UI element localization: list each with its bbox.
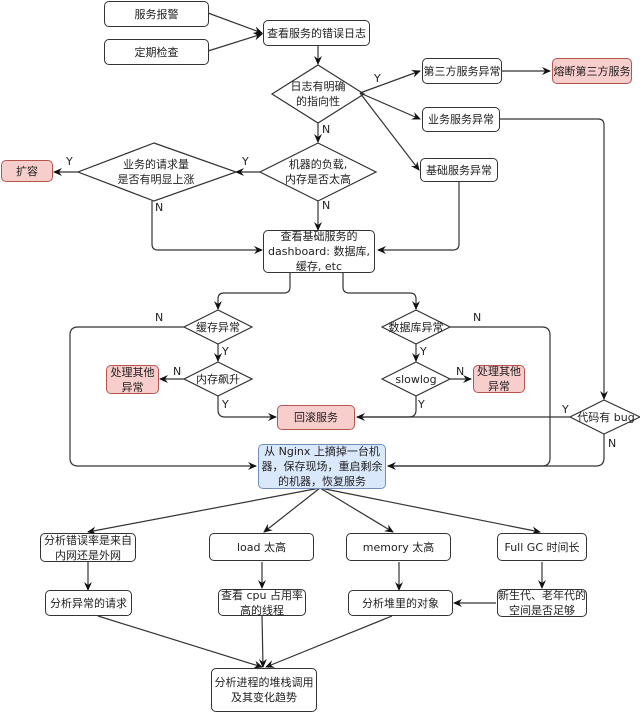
node-load-high: load 太高 [209,533,314,561]
edge-label-cache-yes: Y [222,345,229,358]
edge-label-bug-no: N [608,437,617,450]
edge-mem-yes [217,396,277,421]
edge-label-log-yes: Y [374,72,381,85]
node-business-error: 业务服务异常 [422,107,500,132]
edge-cpu-to-stack [258,614,267,668]
edge-label-req-yes: Y [66,155,73,168]
edge-label-slow-no: N [456,365,465,378]
node-circuit-break: 熔断第三方服务 [552,58,632,84]
node-analyze-requests: 分析异常的请求 [45,590,132,616]
edge-label-mem-yes: Y [222,398,229,411]
node-service-alarm: 服务报警 [104,1,209,27]
edge-heap-to-stack [265,615,393,668]
edge-base-to-dashboard [377,181,460,254]
edge-check-to-log [207,32,263,52]
edge-label-mem-no: N [173,365,182,378]
node-dashboard: 查看基础服务的 dashboard: 数据库, 缓存, etc [263,230,375,273]
edge-nginx-to-memory [319,487,394,533]
label-log-clear: 日志有明确 的指向性 [290,80,346,108]
edge-nginx-to-load [263,487,321,533]
node-full-gc: Full GC 时间长 [497,533,587,561]
edge-label-load-yes: Y [242,155,249,168]
edge-label-bug-yes: Y [562,403,569,416]
edge-bug-no [387,434,605,470]
edge-cache-no [69,326,257,470]
label-code-bug: 代码有 bug [577,411,635,424]
node-gen-space: 新生代、老年代的 空间是否足够 [497,589,587,617]
node-remove-nginx: 从 Nginx 上摘掉一台机 器，保存现场，重启剩余 的机器，恢复服务 [258,444,386,489]
edge-label-db-no: N [473,311,482,324]
edge-business-to-bug [500,118,608,400]
label-machine-load: 机器的负载, 内存是否太高 [285,158,351,186]
edge-nginx-to-error-rate [87,487,321,535]
edge-log-to-third [359,69,421,94]
edge-label-log-no: N [322,123,331,136]
edge-label-db-yes: Y [420,345,427,358]
edge-slow-yes [357,396,417,418]
label-slowlog: slowlog [395,373,437,386]
decision-request-spike [76,142,238,202]
edge-label-load-no: N [322,199,331,212]
node-handle-other-right: 处理其他 异常 [473,365,525,393]
node-third-party-error: 第三方服务异常 [422,58,502,84]
edge-label-cache-no: N [155,311,164,324]
node-analyze-error-rate: 分析错误率是来自 内网还是外网 [40,533,136,562]
edge-dashboard-to-db [342,272,420,310]
label-memory-spike: 内存飙升 [196,373,240,386]
edge-log-to-business [359,92,421,120]
edge-log-to-base [359,92,420,171]
node-check-cpu: 查看 cpu 占用率 高的线程 [218,589,306,617]
node-rollback: 回滚服务 [277,405,355,430]
node-base-error: 基础服务异常 [420,158,498,182]
label-db-error: 数据库异常 [388,321,444,334]
node-scale-out: 扩容 [1,160,53,182]
node-view-error-log: 查看服务的错误日志 [263,20,370,46]
node-analyze-heap: 分析堆里的对象 [348,590,453,616]
edge-db-no [388,326,551,467]
label-request-spike: 业务的请求量 是否有明显上涨 [117,158,195,186]
node-handle-other-left: 处理其他 异常 [106,365,159,394]
edge-label-slow-yes: Y [418,398,425,411]
label-cache-error: 缓存异常 [196,321,240,334]
edge-req-no [151,201,263,254]
edge-dashboard-to-cache [214,272,291,310]
node-periodic-check: 定期检查 [104,39,209,65]
node-analyze-stack: 分析进程的堆栈调用 及其变化趋势 [211,668,317,712]
edge-requests-to-stack [97,615,263,669]
edge-alarm-to-log [207,12,263,34]
edge-nginx-to-fullgc [319,487,541,535]
edge-label-req-no: N [155,201,164,214]
node-memory-high: memory 太高 [346,533,451,561]
